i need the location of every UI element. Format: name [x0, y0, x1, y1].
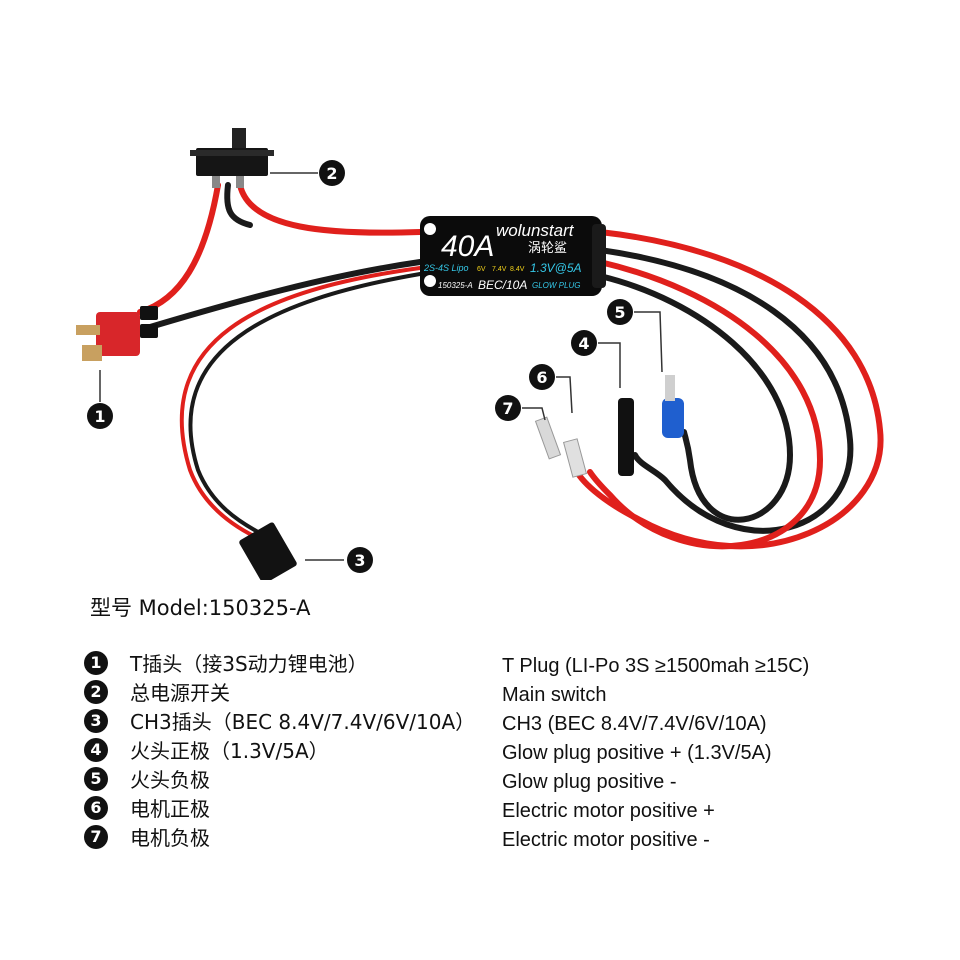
legend-en-4: Glow plug positive + (1.3V/5A): [502, 742, 772, 764]
legend-badge-6: 6: [84, 795, 108, 820]
esc-amp: 40A: [441, 230, 494, 263]
legend-cn-row-2: 2 总电源开关: [84, 677, 475, 706]
legend-en-3: CH3 (BEC 8.4V/7.4V/6V/10A): [502, 713, 767, 735]
legend-en-7: Electric motor positive -: [502, 829, 710, 851]
esc-volt-3: 8.4V: [510, 266, 525, 273]
legend-cn-text-6: 电机正极: [130, 797, 210, 821]
legend-en-1: T Plug (LI-Po 3S ≥1500mah ≥15C): [502, 655, 810, 677]
legend-cn-row-4: 4 火头正极（1.3V/5A）: [84, 735, 475, 764]
legend-cn-text-1: T插头（接3S动力锂电池）: [130, 652, 368, 676]
legend-english: T Plug (LI-Po 3S ≥1500mah ≥15C) Main swi…: [502, 652, 809, 855]
legend-cn-row-6: 6 电机正极: [84, 793, 475, 822]
esc-diagram: 40A wolunstart 涡轮鲨 2S-4S Lipo 6V 7.4V 8.…: [76, 128, 884, 580]
callout-4: 4: [578, 334, 589, 353]
legend-cn-text-5: 火头负极: [130, 768, 210, 792]
legend-cn-row-1: 1 T插头（接3S动力锂电池）: [84, 648, 475, 677]
callout-badges: 2 1 3 4 5 6 7: [87, 160, 633, 573]
legend-badge-3: 3: [84, 708, 108, 733]
legend-badge-4: 4: [84, 737, 108, 762]
ch3-lead-red: [179, 266, 422, 542]
callout-7: 7: [502, 399, 513, 418]
ch3-lead-black: [188, 272, 422, 534]
ch3-plug: [239, 522, 297, 580]
esc-brand: wolunstart: [496, 221, 575, 240]
esc-bec: BEC/10A: [478, 278, 527, 292]
esc-glow-label: GLOW PLUG: [532, 281, 580, 290]
legend-en-6: Electric motor positive +: [502, 800, 715, 822]
end-connectors: [534, 375, 684, 478]
wires: [137, 182, 884, 550]
esc-body: 40A wolunstart 涡轮鲨 2S-4S Lipo 6V 7.4V 8.…: [420, 216, 606, 296]
legend-en-2: Main switch: [502, 684, 607, 706]
legend-cn-row-3: 3 CH3插头（BEC 8.4V/7.4V/6V/10A）: [84, 706, 475, 735]
legend-chinese: 1 T插头（接3S动力锂电池） 2 总电源开关 3 CH3插头（BEC 8.4V/7.…: [84, 648, 475, 851]
callout-3: 3: [354, 551, 365, 570]
legend-en-5: Glow plug positive -: [502, 771, 677, 793]
legend-badge-5: 5: [84, 766, 108, 791]
main-switch: [190, 128, 274, 188]
callout-lines: [99, 172, 663, 561]
esc-lipo: 2S-4S Lipo: [423, 263, 469, 273]
out-black-1: [597, 247, 854, 534]
out-black-2: [597, 273, 794, 523]
esc-volt-2: 7.4V: [492, 266, 507, 273]
callout-2: 2: [326, 164, 337, 183]
legend-cn-text-2: 总电源开关: [130, 681, 230, 705]
callout-1: 1: [94, 407, 105, 426]
legend-cn-text-7: 电机负极: [130, 826, 210, 850]
tplug-red-wire: [137, 182, 221, 315]
legend-cn-row-5: 5 火头负极: [84, 764, 475, 793]
esc-volt-1: 6V: [477, 266, 486, 273]
model-line: 型号 Model:150325-A: [90, 596, 311, 620]
t-plug: [76, 306, 158, 361]
legend-badge-1: 1: [84, 650, 108, 675]
esc-glow-rating: 1.3V@5A: [530, 261, 582, 275]
legend-cn-text-3: CH3插头（BEC 8.4V/7.4V/6V/10A）: [130, 710, 476, 734]
esc-model-code: 150325-A: [438, 281, 473, 290]
esc-brand-cn: 涡轮鲨: [528, 241, 567, 256]
legend-cn-text-4: 火头正极（1.3V/5A）: [130, 739, 329, 763]
legend-badge-2: 2: [84, 679, 108, 704]
callout-5: 5: [614, 303, 625, 322]
callout-6: 6: [536, 368, 547, 387]
out-red-2: [587, 259, 824, 550]
legend-cn-row-7: 7 电机负极: [84, 822, 475, 851]
legend-badge-7: 7: [84, 824, 108, 849]
switch-black-wire: [224, 182, 253, 228]
tplug-black-wire: [137, 259, 423, 333]
switch-red-wire: [237, 182, 423, 236]
